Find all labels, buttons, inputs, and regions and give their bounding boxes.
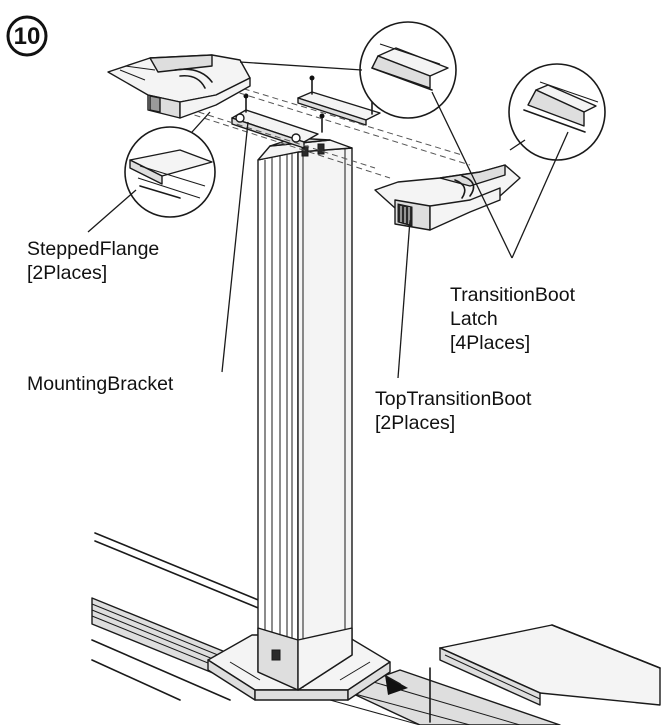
- transition-boot-latch-label-line2: Latch: [450, 308, 498, 330]
- alignment-lines: [169, 79, 471, 179]
- detail-circle-latch-2: [508, 63, 606, 161]
- left-transition-boot: [107, 54, 251, 119]
- stepped-flange-count: [2Places]: [27, 262, 108, 284]
- right-transition-boot: [374, 164, 521, 231]
- top-transition-boot-label: TopTransitionBoot: [375, 388, 532, 410]
- transition-boot-latch-count: [4Places]: [450, 332, 531, 354]
- step-number-badge: 10: [6, 15, 48, 57]
- leader-lines: [87, 61, 569, 379]
- transition-boot-latch-label-line1: TransitionBoot: [450, 284, 576, 306]
- detail-circle-stepped-flange: [124, 126, 216, 218]
- mounting-bracket-part: [231, 75, 381, 149]
- stepped-flange-label: SteppedFlange: [27, 238, 160, 260]
- vertical-column: [257, 137, 353, 691]
- floor-rails: [91, 532, 661, 725]
- top-transition-boot-count: [2Places]: [375, 412, 456, 434]
- step-number: 10: [14, 23, 41, 50]
- detail-circle-latch-1: [359, 21, 457, 119]
- mounting-bracket-label: MountingBracket: [27, 373, 174, 395]
